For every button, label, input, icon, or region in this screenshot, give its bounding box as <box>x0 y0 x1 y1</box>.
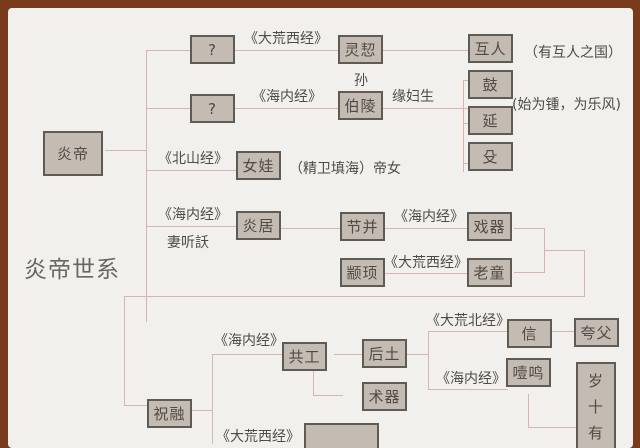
chart-title: 炎帝世系 <box>24 257 120 283</box>
connector <box>514 272 544 273</box>
node-suishiyou[interactable]: 岁 十 有 <box>576 362 616 448</box>
node-gonggong[interactable]: 共工 <box>282 342 327 371</box>
connector <box>105 150 147 151</box>
label-haineijing: 《海内经》 <box>158 207 228 223</box>
connector <box>313 364 314 396</box>
label-beishanjing: 《北山经》 <box>158 151 228 167</box>
connector <box>146 50 147 322</box>
label-haineijing: 《海内经》 <box>394 209 464 225</box>
label-dahuangbeijing: 《大荒北经》 <box>426 313 510 329</box>
connector <box>382 50 472 51</box>
connector <box>428 389 508 390</box>
node-boling[interactable]: 伯陵 <box>338 91 383 120</box>
node-suishiyou-char: 岁 <box>587 372 604 390</box>
connector <box>384 273 470 274</box>
label-qitingyao: 妻听訞 <box>167 235 209 251</box>
connector <box>124 296 585 297</box>
node-lingjie[interactable]: 灵恝 <box>338 35 383 64</box>
node-gu[interactable]: 鼓 <box>468 70 513 99</box>
label-sun: 孙 <box>354 73 368 89</box>
node-shuqi[interactable]: 术器 <box>362 382 407 411</box>
connector <box>212 354 288 355</box>
connector <box>234 108 338 109</box>
connector <box>146 50 190 51</box>
connector <box>382 108 472 109</box>
node-zhuanxu[interactable]: 颛顼 <box>340 258 385 287</box>
connector <box>124 405 148 406</box>
connector <box>334 354 364 355</box>
connector <box>384 228 470 229</box>
connector <box>514 228 544 229</box>
connector <box>146 108 190 109</box>
node-unknown-1[interactable]: ? <box>190 35 235 64</box>
connector <box>146 170 244 171</box>
node-xin[interactable]: 信 <box>507 319 552 348</box>
node-shu[interactable]: 殳 <box>468 142 513 171</box>
node-jiebing[interactable]: 节并 <box>340 212 385 241</box>
connector <box>192 410 212 411</box>
connector <box>528 427 576 428</box>
node-nuwa[interactable]: 女娃 <box>236 151 281 180</box>
node-yanju[interactable]: 炎居 <box>236 211 281 240</box>
connector <box>124 296 125 406</box>
label-gu-note: (始为锺，为乐风) <box>512 97 621 113</box>
connector <box>280 228 342 229</box>
connector <box>544 250 584 251</box>
node-yandi[interactable]: 炎帝 <box>43 131 103 176</box>
connector <box>428 331 429 390</box>
connector <box>212 354 213 444</box>
node-zhurong[interactable]: 祝融 <box>147 399 192 428</box>
node-unknown-2[interactable]: ? <box>190 94 235 123</box>
connector <box>428 331 508 332</box>
connector <box>463 80 464 172</box>
node-yeming[interactable]: 噎鸣 <box>506 358 551 387</box>
connector <box>146 226 244 227</box>
connector <box>552 331 574 332</box>
node-partial-bottom[interactable] <box>304 423 379 448</box>
node-suishiyou-char: 有 <box>587 424 604 442</box>
label-haineijing: 《海内经》 <box>214 333 284 349</box>
connector <box>406 354 428 355</box>
label-haineijing: 《海内经》 <box>436 371 506 387</box>
label-yuanfusheng: 缘妇生 <box>392 89 434 105</box>
node-xiqi[interactable]: 戏器 <box>467 212 512 241</box>
label-dahuangxijing: 《大荒西经》 <box>384 255 468 271</box>
connector <box>234 50 338 51</box>
connector <box>528 394 529 428</box>
label-nuwa-note: （精卫填海）帝女 <box>289 161 401 177</box>
node-kuafu[interactable]: 夸父 <box>574 318 619 347</box>
label-dahuangxijing: 《大荒西经》 <box>216 429 300 445</box>
node-yan[interactable]: 延 <box>468 106 513 135</box>
connector <box>584 250 585 296</box>
label-haineijing: 《海内经》 <box>252 89 322 105</box>
connector <box>313 395 343 396</box>
node-laotong[interactable]: 老童 <box>467 258 512 287</box>
label-dahuangxijing: 《大荒西经》 <box>244 31 328 47</box>
node-suishiyou-char: 十 <box>587 398 604 416</box>
label-huren-note: （有互人之国） <box>524 45 622 61</box>
node-houtu[interactable]: 后土 <box>362 339 407 368</box>
node-huren[interactable]: 互人 <box>468 34 513 63</box>
genealogy-chart: 炎帝 ? ? 灵恝 伯陵 互人 鼓 延 殳 女娃 炎居 节并 颛顼 戏器 老童 … <box>8 8 633 448</box>
